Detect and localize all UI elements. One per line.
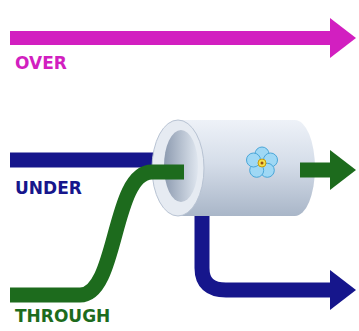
arrow-label: OVER: [15, 53, 67, 73]
through-arrow: [10, 150, 356, 295]
flower-symbol: [247, 147, 278, 177]
arrow-label: THROUGH: [15, 306, 110, 326]
over-arrow: [10, 18, 356, 58]
arrow-label: UNDER: [15, 178, 82, 198]
